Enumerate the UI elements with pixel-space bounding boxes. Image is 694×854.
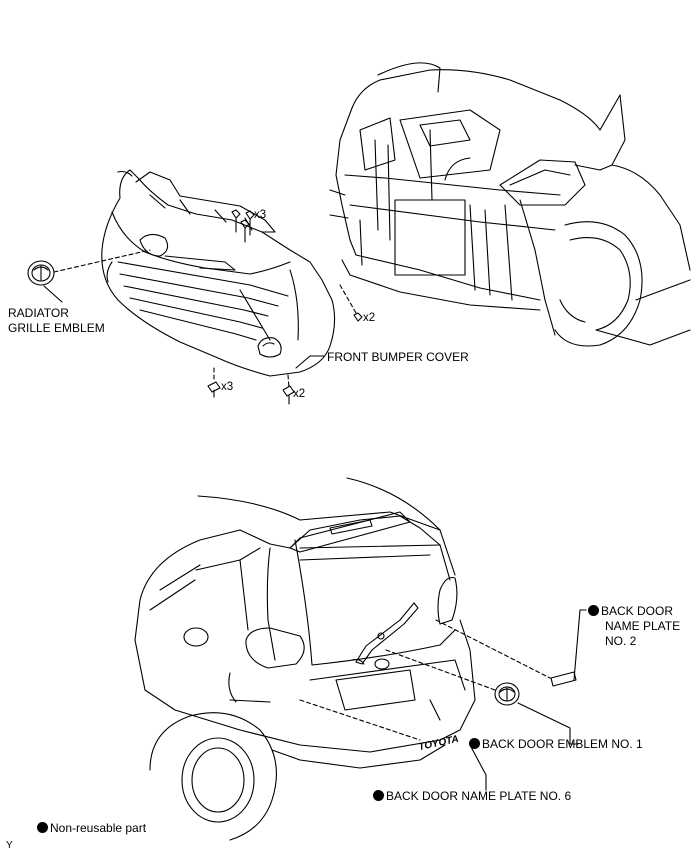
legend-text: Non-reusable part [50, 821, 147, 835]
non-reusable-marker-icon [588, 605, 599, 616]
plate-no6-text: BACK DOOR NAME PLATE NO. 6 [386, 789, 572, 803]
clip-count-right: x2 [363, 312, 376, 324]
legend-non-reusable: Non-reusable part [37, 821, 146, 836]
engine-bay-drawing [329, 62, 691, 347]
screw-count-bottom-right: x2 [293, 388, 306, 400]
plate-no2-line1: BACK DOOR [601, 604, 674, 618]
rear-vehicle-drawing [134, 477, 476, 841]
back-door-name-plate-no2-drawing [435, 609, 587, 687]
toyota-emblem-lettering: TOYOTA [418, 734, 460, 753]
clip-fasteners-top [231, 209, 255, 243]
back-door-emblem-no1-label: BACK DOOR EMBLEM NO. 1 [469, 737, 643, 752]
front-bumper-cover-drawing [101, 169, 336, 377]
back-door-name-plate-no2-label: BACK DOOR NAME PLATE NO. 2 [588, 604, 680, 649]
plate-no2-line3: NO. 2 [605, 634, 637, 648]
screw-bottom-left [207, 367, 221, 398]
radiator-grille-emblem-label: RADIATOR GRILLE EMBLEM [8, 306, 105, 336]
front-bumper-cover-label: FRONT BUMPER COVER [327, 350, 469, 364]
plate-no2-line2: NAME PLATE [605, 619, 681, 633]
screw-bottom-right [282, 374, 295, 405]
radiator-label-line1: RADIATOR [8, 306, 69, 320]
back-door-emblem-no1-drawing [385, 649, 579, 745]
clip-count-top: x3 [254, 209, 267, 221]
front-bumper-leader [295, 355, 325, 369]
non-reusable-marker-icon [469, 738, 480, 749]
screw-count-bottom-left: x3 [221, 381, 234, 393]
figure-code: Y [6, 840, 13, 851]
radiator-label-line2: GRILLE EMBLEM [8, 321, 105, 335]
non-reusable-marker-icon [373, 790, 384, 801]
radiator-grille-emblem-drawing [27, 249, 151, 303]
emblem-no1-text: BACK DOOR EMBLEM NO. 1 [482, 737, 643, 751]
non-reusable-marker-icon [37, 822, 48, 833]
clip-fastener-right [339, 284, 363, 322]
back-door-name-plate-no6-label: BACK DOOR NAME PLATE NO. 6 [373, 789, 571, 804]
back-door-name-plate-no6-drawing [299, 699, 487, 791]
